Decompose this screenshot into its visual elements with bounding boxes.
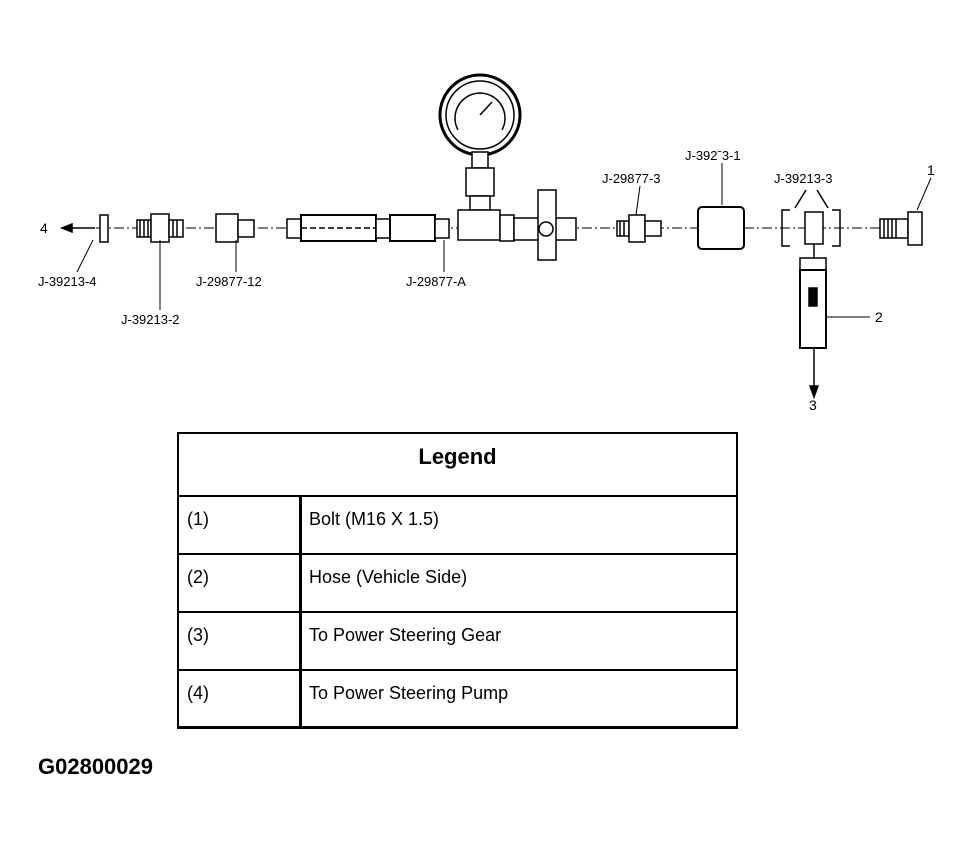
legend-desc: Hose (Vehicle Side) bbox=[309, 567, 468, 587]
part-label-j29877-a: J-29877-A bbox=[406, 274, 466, 289]
callout-1: 1 bbox=[927, 162, 935, 178]
arrow-down-icon bbox=[808, 385, 820, 400]
tool-assembly-diagram: 4 J-39213-4 J-39213-2 J-29877-12 J-29877… bbox=[38, 73, 935, 413]
legend-table: Legend (1) Bolt (M16 X 1.5) (2) Hose (Ve… bbox=[177, 432, 738, 729]
nut-part bbox=[697, 206, 745, 250]
callout-4: 4 bbox=[40, 220, 48, 236]
legend-key: (2) bbox=[187, 567, 209, 587]
banjo-fitting bbox=[781, 189, 841, 258]
legend-key: (3) bbox=[187, 625, 209, 645]
legend-title: Legend bbox=[179, 434, 736, 497]
valve-part bbox=[513, 189, 577, 261]
pressure-gauge bbox=[438, 73, 522, 211]
part-label-j39213-3: J-39213-3 bbox=[774, 171, 833, 186]
callout-3: 3 bbox=[809, 397, 817, 413]
legend-row: (4) To Power Steering Pump bbox=[179, 671, 736, 729]
bolt-part bbox=[879, 211, 923, 246]
tee-part bbox=[457, 209, 515, 242]
callout-2: 2 bbox=[875, 309, 883, 325]
legend-row: (3) To Power Steering Gear bbox=[179, 613, 736, 671]
arrow-left-icon bbox=[59, 222, 73, 234]
part-label-j29877-12: J-29877-12 bbox=[196, 274, 262, 289]
legend-key: (4) bbox=[187, 683, 209, 703]
part-label-j39213-2: J-39213-2 bbox=[121, 312, 180, 327]
part-label-j29877-3: J-29877-3 bbox=[602, 171, 661, 186]
part-label-j39213-4: J-39213-4 bbox=[38, 274, 97, 289]
hose-part bbox=[286, 214, 450, 242]
legend-row: (1) Bolt (M16 X 1.5) bbox=[179, 497, 736, 555]
legend-desc: To Power Steering Pump bbox=[309, 683, 509, 703]
figure-id: G02800029 bbox=[38, 754, 153, 779]
part-label-j39213-1: J-392ˉ3-1 bbox=[685, 148, 741, 163]
cap-part bbox=[99, 214, 109, 243]
legend-desc: Bolt (M16 X 1.5) bbox=[309, 509, 440, 529]
vehicle-hose bbox=[799, 257, 827, 400]
legend-desc: To Power Steering Gear bbox=[309, 625, 502, 645]
legend-key: (1) bbox=[187, 509, 209, 529]
adapter-part bbox=[215, 213, 255, 243]
legend-row: (2) Hose (Vehicle Side) bbox=[179, 555, 736, 613]
fitting-part-2 bbox=[616, 214, 662, 243]
fitting-part bbox=[136, 213, 184, 243]
